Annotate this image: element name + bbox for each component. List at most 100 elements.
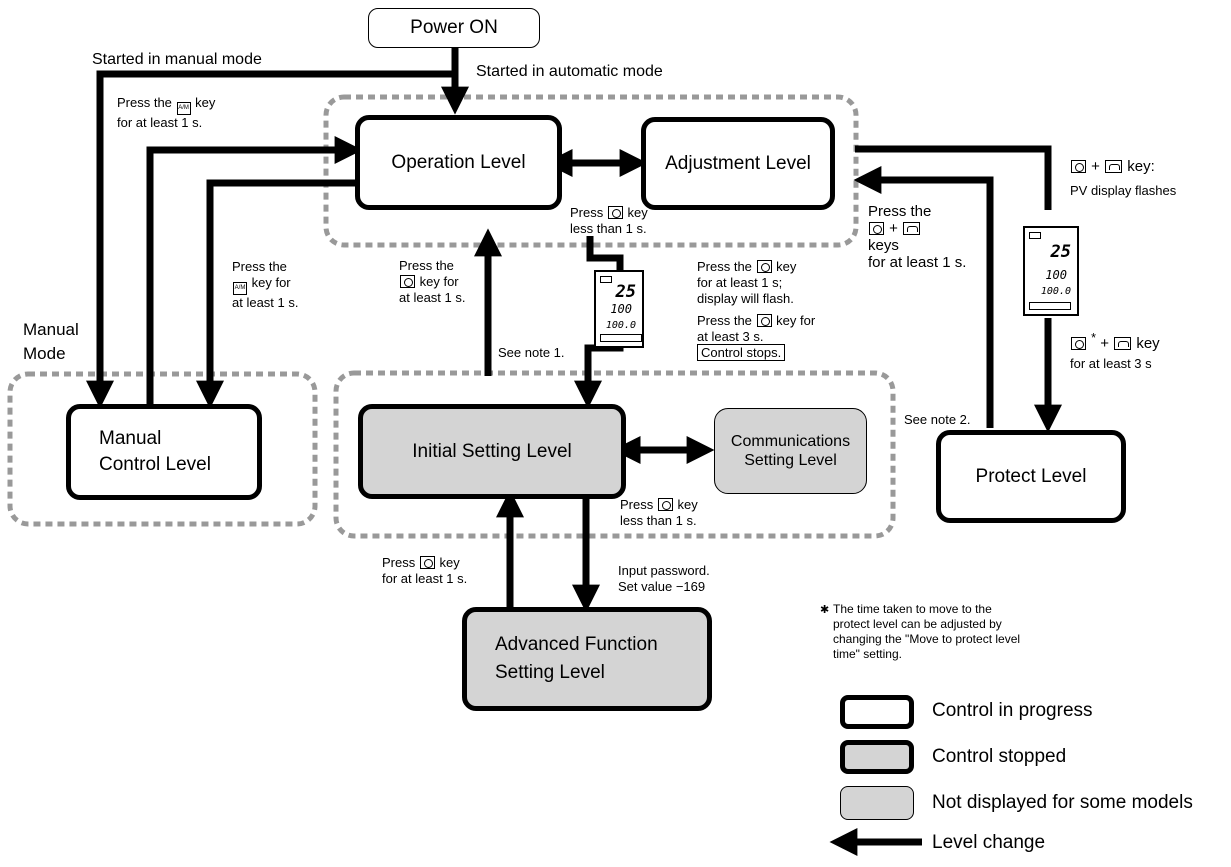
note-mode-shift-3s: * + key for at least 3 s — [1070, 328, 1160, 374]
lcd-pv: 25 — [1050, 242, 1071, 262]
note-input-password: Input password. Set value −169 — [618, 563, 710, 595]
note-text: + — [1100, 335, 1109, 352]
note-press-mode-flash: Press the key for at least 1 s; display … — [697, 259, 796, 307]
note-text: Set value −169 — [618, 579, 706, 594]
lcd-display-right: 25 100 100.0 — [1023, 226, 1079, 316]
arrow-power-to-manual — [86, 70, 455, 409]
advanced-function-setting-level-label: Advanced Function Setting Level — [495, 634, 658, 683]
am-key-icon: A/M — [233, 282, 247, 295]
manual-mode-label: Manual Mode — [23, 320, 79, 363]
note-text: Press — [570, 205, 604, 220]
note-text: less than 1 s. — [620, 513, 697, 528]
note-text: key: — [1127, 158, 1155, 175]
note-press-key-lt1-initial: Press key less than 1 s. — [620, 497, 698, 529]
note-text: for at least 1 s. — [117, 115, 203, 130]
lcd-segments — [600, 334, 642, 342]
initial-setting-level-box[interactable]: Initial Setting Level — [358, 404, 626, 499]
mode-key-icon — [657, 498, 673, 511]
mode-key-icon — [756, 314, 772, 327]
note-text: key — [1136, 335, 1160, 352]
communications-setting-level-box[interactable]: Communications Setting Level — [714, 408, 867, 494]
started-manual-label: Started in manual mode — [92, 51, 262, 68]
star-mark: * — [1091, 331, 1097, 345]
note-text: key — [627, 205, 648, 220]
note-text: keys — [868, 237, 899, 254]
shift-key-icon — [1105, 160, 1123, 173]
frame-setting-levels — [333, 370, 896, 539]
arrow-manual-to-operation — [146, 136, 363, 408]
note-text: Press — [620, 497, 654, 512]
initial-setting-level-label: Initial Setting Level — [412, 440, 572, 462]
note-press-key-lt1-operation: Press key less than 1 s. — [570, 205, 648, 237]
note-press-am-top: Press the A/M key for at least 1 s. — [117, 95, 215, 131]
note-see-1: See note 1. — [498, 345, 565, 360]
note-press-mode-3s: Press the key for at least 3 s. Control … — [697, 313, 815, 361]
lcd-mv: 100.0 — [605, 320, 636, 331]
note-text: key — [195, 95, 216, 110]
legend-swatch-stopped — [840, 740, 914, 774]
legend-level-change-label: Level change — [932, 832, 1046, 853]
frame-manual-mode — [7, 371, 318, 527]
note-text: key for — [419, 274, 459, 289]
note-text: display will flash. — [697, 291, 794, 306]
note-text: Press the — [697, 313, 752, 328]
note-text: at least 3 s. — [697, 329, 764, 344]
note-text: key — [439, 555, 460, 570]
advanced-function-setting-level-box[interactable]: Advanced Function Setting Level — [462, 607, 712, 711]
mode-key-icon — [607, 206, 623, 219]
operation-level-label: Operation Level — [391, 151, 526, 173]
note-text: Press the — [232, 259, 287, 274]
note-press-keys-protect: Press the + keys for at least 1 s. — [868, 203, 966, 271]
am-key-icon: A/M — [176, 102, 191, 115]
protect-level-box[interactable]: Protect Level — [936, 430, 1126, 523]
protect-level-label: Protect Level — [975, 465, 1087, 487]
communications-setting-level-label: Communications Setting Level — [730, 433, 851, 469]
power-on-label: Power ON — [410, 17, 498, 38]
lcd-sv: 100 — [1045, 268, 1067, 282]
lcd-mv: 100.0 — [1040, 286, 1071, 297]
legend-swatch-not-displayed — [840, 786, 914, 820]
arrow-adjustment-to-protect — [855, 145, 1052, 210]
note-press-key-advanced: Press key for at least 1 s. — [382, 555, 467, 587]
note-text: key — [677, 497, 698, 512]
note-mode-shift: + key: PV display flashes — [1070, 155, 1176, 203]
note-text: for at least 1 s. — [382, 571, 468, 586]
adjustment-level-label: Adjustment Level — [665, 152, 811, 174]
note-press-mode-to-operation: Press the key for at least 1 s. — [399, 258, 465, 306]
legend-not-displayed-label: Not displayed for some models — [932, 792, 1193, 813]
lcd-indicator — [1029, 232, 1041, 239]
lcd-indicator — [600, 276, 612, 283]
arrow-protect-to-adjustment — [853, 166, 994, 428]
note-text: at least 1 s. — [232, 295, 299, 310]
note-see-2: See note 2. — [904, 412, 971, 427]
lcd-pv: 25 — [615, 282, 636, 302]
adjustment-level-box[interactable]: Adjustment Level — [641, 117, 835, 210]
lcd-display-center: 25 100 100.0 — [594, 270, 644, 348]
legend-stopped-label: Control stopped — [932, 746, 1067, 767]
control-stops-label: Control stops. — [697, 344, 786, 361]
note-text: key for — [776, 313, 816, 328]
note-text: for at least 1 s; — [697, 275, 783, 290]
note-text: key — [776, 259, 797, 274]
manual-control-level-box[interactable]: Manual Control Level — [66, 404, 262, 500]
mode-key-icon — [756, 260, 772, 273]
note-text: for at least 1 s. — [868, 254, 967, 271]
note-text: Press the — [868, 203, 932, 220]
note-text: Press the — [399, 258, 454, 273]
note-text: Press the — [117, 95, 172, 110]
legend-swatch-in-progress — [840, 695, 914, 729]
shift-key-icon — [903, 222, 921, 235]
footnote-mark: ✱ — [820, 604, 830, 616]
mode-key-icon — [1071, 337, 1086, 350]
note-text: less than 1 s. — [570, 221, 647, 236]
lcd-sv: 100 — [610, 302, 632, 316]
note-text: + — [889, 220, 898, 237]
mode-key-icon — [1071, 160, 1086, 173]
operation-level-box[interactable]: Operation Level — [355, 115, 562, 210]
legend-in-progress-label: Control in progress — [932, 700, 1093, 721]
started-auto-label: Started in automatic mode — [476, 63, 663, 80]
note-text: for at least 3 s — [1070, 356, 1152, 371]
note-text: PV display flashes — [1070, 183, 1177, 198]
shift-key-icon — [1114, 337, 1132, 350]
